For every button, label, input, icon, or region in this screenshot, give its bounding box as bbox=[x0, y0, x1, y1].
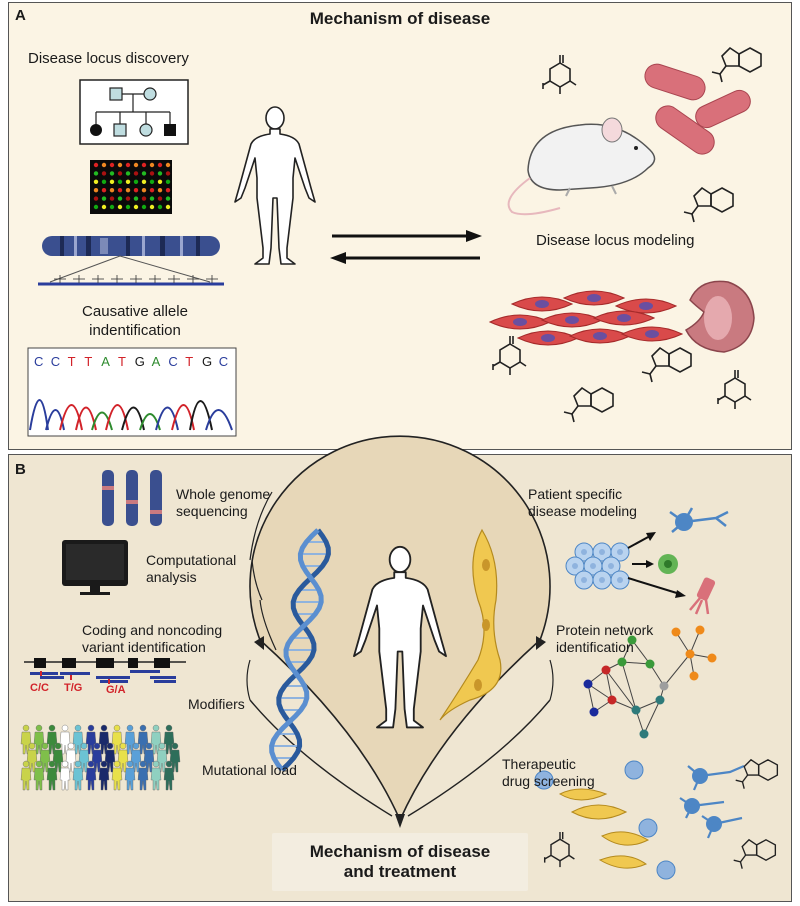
network-node bbox=[583, 679, 593, 689]
final-line2: and treatment bbox=[343, 862, 457, 881]
causative-line1: Causative allele bbox=[82, 303, 188, 320]
network-node bbox=[589, 707, 599, 717]
molecule-icon bbox=[733, 839, 777, 870]
molecule-icon bbox=[683, 187, 734, 223]
panel-a-title: Mechanism of disease bbox=[309, 9, 491, 28]
stem-cell-cluster bbox=[565, 542, 630, 590]
network-node bbox=[695, 625, 705, 635]
network-node bbox=[689, 671, 699, 681]
variant-1: C/C bbox=[30, 682, 49, 694]
population-crowd bbox=[20, 724, 181, 791]
microarray-chip bbox=[90, 160, 172, 214]
causative-line2: indentification bbox=[89, 322, 181, 339]
network-node bbox=[655, 695, 665, 705]
network-node bbox=[631, 705, 641, 715]
disease-locus-modeling-label: Disease locus modeling bbox=[536, 232, 695, 249]
muscle-cells bbox=[488, 290, 684, 346]
sequence-chromatogram bbox=[27, 347, 237, 437]
final-line1: Mechanism of disease bbox=[309, 842, 491, 861]
final-box bbox=[272, 833, 528, 891]
molecule-icon bbox=[543, 831, 576, 868]
panel-a-label: A bbox=[15, 7, 26, 24]
network-node bbox=[617, 657, 627, 667]
round-cell bbox=[658, 554, 678, 574]
dna-helix bbox=[269, 528, 331, 772]
neuron-cell bbox=[669, 507, 729, 533]
mutational-load-label: Mutational load bbox=[202, 762, 297, 778]
human-figure-a bbox=[234, 106, 316, 265]
chromosome-bars bbox=[102, 470, 162, 526]
gene-track bbox=[24, 658, 186, 684]
network-node bbox=[601, 665, 611, 675]
organoid bbox=[685, 280, 755, 353]
computer-monitor bbox=[62, 540, 128, 595]
network-node bbox=[639, 729, 649, 739]
modifiers-label: Modifiers bbox=[188, 696, 245, 712]
causative-allele-label: Causative allele indentification bbox=[40, 302, 230, 340]
final-title: Mechanism of disease and treatment bbox=[272, 842, 528, 882]
network-node bbox=[707, 653, 717, 663]
network-node bbox=[685, 649, 695, 659]
molecule-icon bbox=[563, 387, 614, 423]
bacteria bbox=[644, 63, 751, 155]
molecule-icon bbox=[492, 335, 527, 376]
protein-network bbox=[583, 625, 717, 739]
exchange-arrows bbox=[330, 230, 482, 264]
molecule-icon bbox=[717, 369, 752, 410]
molecule-icon bbox=[542, 54, 577, 95]
drug-screening-cells bbox=[534, 760, 745, 880]
network-node bbox=[671, 627, 681, 637]
panel-b-label: B bbox=[15, 461, 26, 478]
fibroblast-cells bbox=[439, 528, 502, 721]
network-node bbox=[659, 681, 669, 691]
network-node bbox=[607, 695, 617, 705]
network-node bbox=[645, 659, 655, 669]
network-node bbox=[627, 635, 637, 645]
chromosome bbox=[38, 236, 224, 286]
differentiation-arrows bbox=[627, 532, 686, 598]
cardiomyocyte-cell bbox=[689, 577, 716, 615]
molecule-icon bbox=[735, 759, 779, 790]
locus-discovery-label: Disease locus discovery bbox=[28, 50, 189, 67]
pedigree-chart bbox=[79, 79, 189, 145]
variant-2: T/G bbox=[64, 682, 83, 694]
molecule-icon bbox=[641, 347, 692, 383]
molecule-icon bbox=[711, 47, 762, 83]
variant-3: G/A bbox=[106, 684, 126, 696]
mouse-model bbox=[507, 117, 656, 216]
